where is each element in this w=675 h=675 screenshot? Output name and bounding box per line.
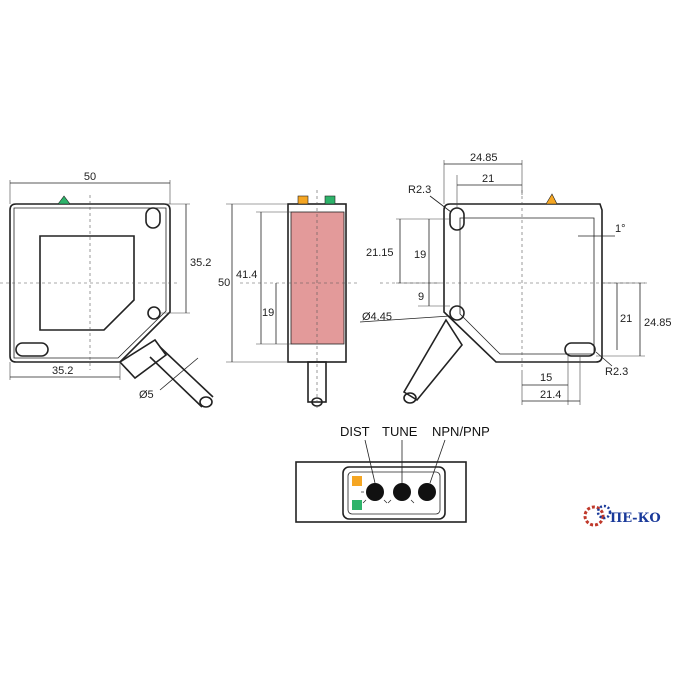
back-bottom-15-dim: 15 — [540, 372, 552, 384]
npn-pnp-knob — [418, 483, 436, 501]
back-19-dim: 19 — [414, 249, 426, 261]
back-radius-bottom-dim: R2.3 — [605, 366, 628, 378]
dist-knob — [366, 483, 384, 501]
tune-knob — [393, 483, 411, 501]
back-top-21-dim: 21 — [482, 173, 494, 185]
gear-icon — [583, 504, 612, 527]
back-angle-dim: 1° — [615, 223, 626, 235]
back-bottom-214-dim: 21.4 — [540, 389, 561, 401]
side-window-dim: 41.4 — [236, 269, 257, 281]
control-panel: DIST TUNE NPN/PNP — [295, 424, 490, 523]
back-top-2485-dim: 24.85 — [470, 152, 498, 164]
front-bottom-dim: 35.2 — [52, 365, 73, 377]
npn-pnp-label: NPN/PNP — [432, 424, 490, 439]
tune-label: TUNE — [382, 424, 418, 439]
dist-label: DIST — [340, 424, 370, 439]
back-9-dim: 9 — [418, 291, 424, 303]
back-radius-top-dim: R2.3 — [408, 184, 431, 196]
back-2115-dim: 21.15 — [366, 247, 394, 259]
side-view: 50 41.4 19 — [218, 190, 360, 408]
brand-logo: ПЕ-КО — [583, 504, 661, 527]
back-right-2485-dim: 24.85 — [644, 317, 672, 329]
front-view: 50 35.2 35.2 Ø5 — [0, 171, 214, 408]
front-width-dim: 50 — [84, 171, 96, 183]
logo-text: ПЕ-КО — [610, 511, 661, 526]
back-right-21-dim: 21 — [620, 313, 632, 325]
back-hole-dia-dim: Ø4.45 — [362, 311, 392, 323]
back-view: 24.85 21 R2.3 1° 21.15 19 9 Ø4.45 21 24.… — [359, 152, 672, 405]
side-inner-dim: 19 — [262, 307, 274, 319]
front-height-dim: 35.2 — [190, 257, 211, 269]
side-height-dim: 50 — [218, 277, 230, 289]
cable-diameter-dim: Ø5 — [139, 389, 154, 401]
